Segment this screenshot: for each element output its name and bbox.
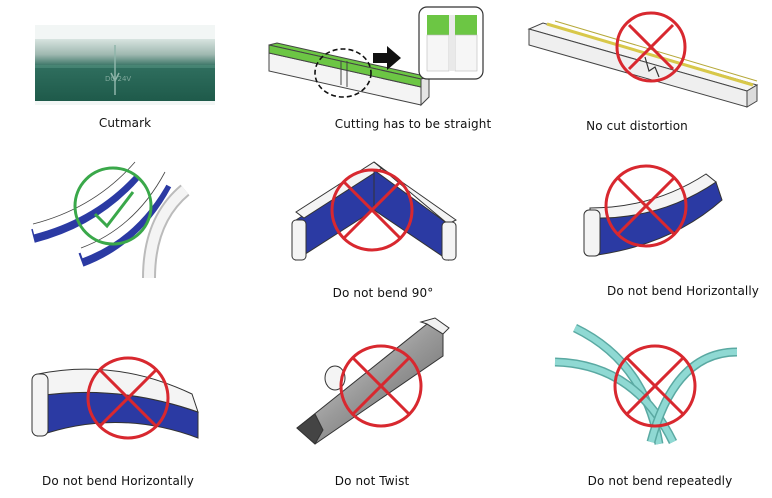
arrow-right-icon <box>373 46 401 70</box>
caption-no-twist: Do not Twist <box>334 474 410 488</box>
forbidden-icon <box>615 11 687 83</box>
cut-highlight-circle <box>314 48 372 98</box>
panel-no-bend-repeatedly <box>554 322 745 447</box>
caption-no-bend-90: Do not bend 90° <box>332 286 434 300</box>
caption-cutting-straight: Cutting has to be straight <box>334 117 492 131</box>
panel-correct-bend <box>25 160 200 285</box>
bend-horizontal-illustration <box>583 164 723 257</box>
panel-no-cut-distortion <box>525 5 772 120</box>
caption-no-bend-repeatedly: Do not bend repeatedly <box>587 474 733 488</box>
bend-horizontal-illustration <box>31 356 199 440</box>
allowed-check-icon <box>73 166 153 246</box>
panel-no-twist <box>295 317 450 446</box>
twist-illustration <box>296 317 450 445</box>
panel-no-bend-90 <box>290 161 470 282</box>
caption-no-bend-horizontal-1: Do not bend Horizontally <box>606 284 760 298</box>
panel-no-bend-horizontal-2 <box>28 338 203 443</box>
forbidden-icon <box>86 356 170 440</box>
panel-cutmark: DC 24V <box>35 25 215 105</box>
bend-90-illustration <box>291 161 457 261</box>
cutting-illustration <box>268 6 484 107</box>
panel-cutting-straight <box>265 5 495 117</box>
bend-repeatedly-illustration <box>554 323 738 445</box>
cut-distortion-illustration <box>527 11 759 108</box>
correct-bend-illustration <box>31 161 190 279</box>
forbidden-icon <box>604 164 688 248</box>
caption-no-bend-horizontal-2: Do not bend Horizontally <box>41 474 195 488</box>
forbidden-icon <box>339 344 423 428</box>
forbidden-icon <box>330 168 414 252</box>
caption-cutmark: Cutmark <box>98 116 152 130</box>
strip-mark-text: DC 24V <box>105 75 131 83</box>
panel-no-bend-horizontal-1 <box>580 160 730 265</box>
forbidden-icon <box>613 344 697 428</box>
caption-no-cut-distortion: No cut distortion <box>586 119 688 133</box>
cutmark-photo: DC 24V <box>35 25 215 105</box>
